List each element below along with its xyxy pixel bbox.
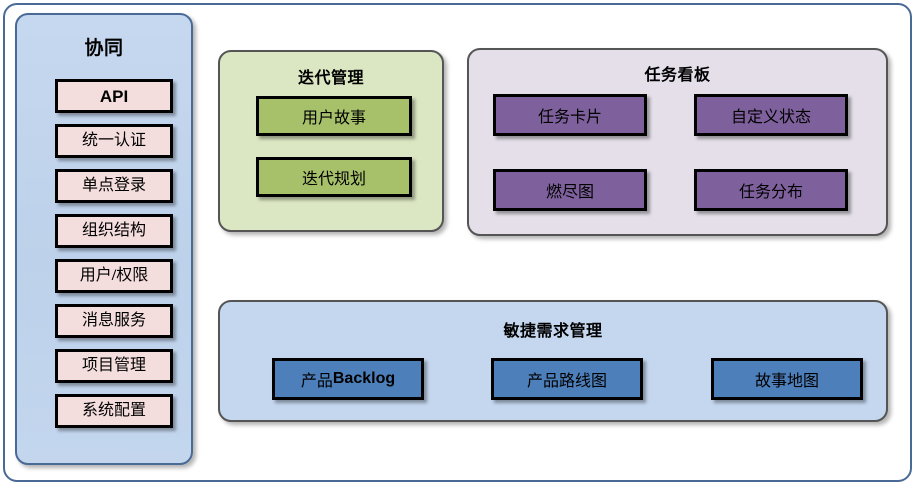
sidebar-item-system-config[interactable]: 系统配置	[55, 394, 173, 428]
sidebar-item-org-structure[interactable]: 组织结构	[55, 214, 173, 248]
taskboard-item-task-distribution[interactable]: 任务分布	[694, 169, 848, 211]
sidebar-item-user-permission[interactable]: 用户/权限	[55, 259, 173, 293]
diagram-outer-frame	[3, 3, 912, 482]
iteration-item-user-story[interactable]: 用户故事	[256, 96, 412, 136]
panel-iteration-management[interactable]: 迭代管理 用户故事 迭代规划	[218, 50, 444, 232]
taskboard-item-custom-status[interactable]: 自定义状态	[694, 94, 848, 136]
panel-iteration-management-title: 迭代管理	[297, 70, 364, 87]
panel-collaboration[interactable]: 协同 API 统一认证 单点登录 组织结构 用户/权限 消息服务 项目管理 系统…	[15, 13, 193, 465]
panel-agile-requirements-title: 敏捷需求管理	[503, 323, 603, 340]
sidebar-item-api[interactable]: API	[55, 79, 173, 113]
sidebar-item-unified-auth[interactable]: 统一认证	[55, 124, 173, 158]
panel-taskboard-title: 任务看板	[644, 67, 711, 84]
panel-taskboard[interactable]: 任务看板 任务卡片 自定义状态 燃尽图 任务分布	[467, 48, 888, 236]
sidebar-item-sso[interactable]: 单点登录	[55, 169, 173, 203]
iteration-item-iteration-planning[interactable]: 迭代规划	[256, 157, 412, 197]
agile-item-product-roadmap[interactable]: 产品路线图	[491, 358, 643, 400]
agile-item-story-map[interactable]: 故事地图	[711, 358, 863, 400]
taskboard-item-task-card[interactable]: 任务卡片	[493, 94, 647, 136]
taskboard-item-burndown-chart[interactable]: 燃尽图	[493, 169, 647, 211]
sidebar-item-message-service[interactable]: 消息服务	[55, 304, 173, 338]
sidebar-item-project-management[interactable]: 项目管理	[55, 349, 173, 383]
panel-collaboration-title: 协同	[84, 38, 124, 59]
